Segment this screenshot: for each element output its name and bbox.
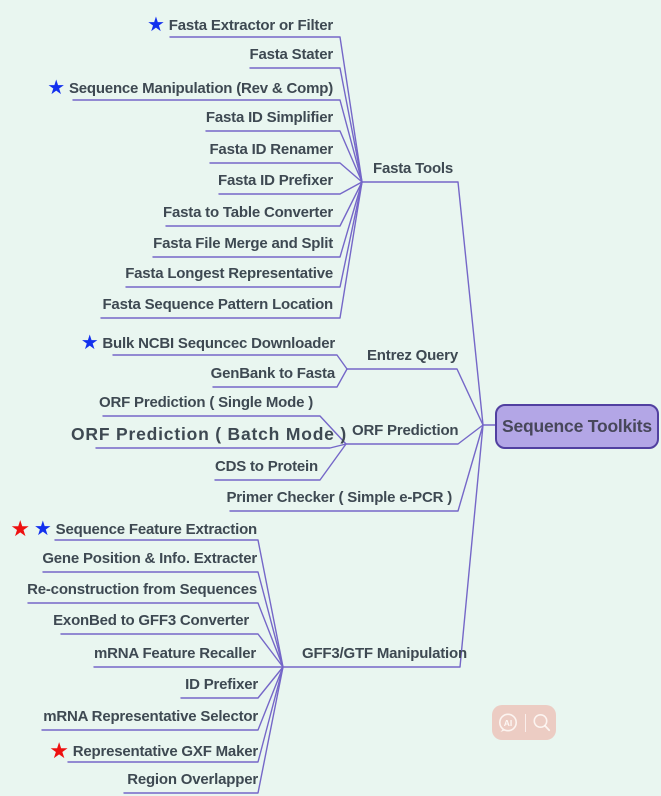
blue-star-icon: ★ xyxy=(47,77,65,99)
leaf-label: CDS to Protein xyxy=(214,458,318,475)
leaf-label: GenBank to Fasta xyxy=(210,365,336,382)
leaf-label: Sequence Feature Extraction xyxy=(55,520,258,538)
leaf-label: ORF Prediction ( Batch Mode ) xyxy=(71,424,347,444)
leaf-sequence-feature-extraction[interactable]: ★ ★ Sequence Feature Extraction xyxy=(10,518,257,540)
leaf-label: Representative GXF Maker xyxy=(72,742,258,760)
branch-gff3-gtf-manipulation[interactable]: GFF3/GTF Manipulation xyxy=(302,645,467,662)
leaf-label: ORF Prediction ( Single Mode ) xyxy=(98,394,313,411)
leaf-label: Bulk NCBI Sequncec Downloader xyxy=(102,334,335,352)
leaf-label: ExonBed to GFF3 Converter xyxy=(53,612,249,629)
leaf-representative-gxf-maker[interactable]: ★ Representative GXF Maker xyxy=(49,740,258,762)
watermark-divider xyxy=(524,713,526,732)
leaf-fasta-stater[interactable]: Fasta Stater xyxy=(249,46,334,63)
branch-fasta-tools[interactable]: Fasta Tools xyxy=(373,160,453,177)
branch-label: Entrez Query xyxy=(367,347,458,364)
leaf-label: Re-construction from Sequences xyxy=(27,581,257,598)
leaf-genbank-to-fasta[interactable]: GenBank to Fasta xyxy=(210,365,336,382)
leaf-fasta-extractor-or-filter[interactable]: ★ Fasta Extractor or Filter xyxy=(147,15,333,35)
ai-bubble-icon: AI xyxy=(498,713,517,732)
magnifier-icon xyxy=(533,713,550,731)
leaf-cds-to-protein[interactable]: CDS to Protein xyxy=(215,458,318,475)
leaf-re-construction-from-sequences[interactable]: Re-construction from Sequences xyxy=(27,581,257,598)
svg-text:AI: AI xyxy=(503,718,512,728)
leaf-mrna-feature-recaller[interactable]: mRNA Feature Recaller xyxy=(94,645,256,662)
leaf-label: mRNA Representative Selector xyxy=(43,708,258,725)
leaf-exonbed-to-gff3-converter[interactable]: ExonBed to GFF3 Converter xyxy=(53,612,249,629)
leaf-label: Fasta Extractor or Filter xyxy=(168,16,333,34)
leaf-label: mRNA Feature Recaller xyxy=(94,645,256,662)
leaf-label: ID Prefixer xyxy=(185,676,258,693)
leaf-fasta-to-table-converter[interactable]: Fasta to Table Converter xyxy=(163,204,333,221)
red-star-icon: ★ xyxy=(10,516,30,541)
branch-label: ORF Prediction xyxy=(352,422,459,439)
leaf-fasta-file-merge-and-split[interactable]: Fasta File Merge and Split xyxy=(153,235,333,252)
red-star-icon: ★ xyxy=(49,738,69,763)
branch-label: Fasta Tools xyxy=(373,160,454,177)
branch-orf-prediction[interactable]: ORF Prediction xyxy=(352,422,459,439)
leaf-label: Fasta ID Renamer xyxy=(209,141,333,158)
leaf-gene-position-info-extracter[interactable]: Gene Position & Info. Extracter xyxy=(42,550,257,567)
blue-star-icon: ★ xyxy=(80,332,99,354)
root-node-sequence-toolkits[interactable]: Sequence Toolkits xyxy=(495,404,659,449)
leaf-label: Sequence Manipulation (Rev & Comp) xyxy=(68,79,333,97)
leaf-primer-checker-simple-e-pcr[interactable]: Primer Checker ( Simple e-PCR ) xyxy=(226,489,452,506)
leaf-region-overlapper[interactable]: Region Overlapper xyxy=(127,771,258,788)
leaf-label: Fasta File Merge and Split xyxy=(153,235,333,252)
root-label: Sequence Toolkits xyxy=(502,416,652,436)
blue-star-icon: ★ xyxy=(33,518,52,540)
blue-star-icon: ★ xyxy=(147,14,165,36)
leaf-mrna-representative-selector[interactable]: mRNA Representative Selector xyxy=(43,708,258,725)
leaf-bulk-ncbi-sequncec-downloader[interactable]: ★ Bulk NCBI Sequncec Downloader xyxy=(80,332,336,354)
leaf-label: Fasta Stater xyxy=(249,46,334,63)
leaf-orf-prediction-batch-mode[interactable]: ORF Prediction ( Batch Mode ) xyxy=(71,424,347,444)
leaf-fasta-id-renamer[interactable]: Fasta ID Renamer xyxy=(209,141,333,158)
branch-label: GFF3/GTF Manipulation xyxy=(302,645,467,662)
leaf-label: Fasta Longest Representative xyxy=(125,265,333,282)
leaf-label: Fasta ID Simplifier xyxy=(205,109,333,126)
leaf-label: Fasta to Table Converter xyxy=(163,204,333,221)
leaf-label: Fasta ID Prefixer xyxy=(218,172,333,189)
leaf-id-prefixer[interactable]: ID Prefixer xyxy=(185,676,258,693)
leaf-fasta-id-simplifier[interactable]: Fasta ID Simplifier xyxy=(206,109,333,126)
leaf-label: Fasta Sequence Pattern Location xyxy=(102,296,333,313)
leaf-fasta-id-prefixer[interactable]: Fasta ID Prefixer xyxy=(218,172,333,189)
leaf-label: Gene Position & Info. Extracter xyxy=(42,550,257,567)
leaf-sequence-manipulation[interactable]: ★ Sequence Manipulation (Rev & Comp) xyxy=(47,78,333,98)
branch-entrez-query[interactable]: Entrez Query xyxy=(367,347,458,364)
leaf-label: Region Overlapper xyxy=(127,771,258,788)
watermark-badge[interactable]: AI xyxy=(492,705,556,740)
leaf-fasta-longest-representative[interactable]: Fasta Longest Representative xyxy=(125,265,333,282)
leaf-label: Primer Checker ( Simple e-PCR ) xyxy=(226,489,452,506)
leaf-orf-prediction-single-mode[interactable]: ORF Prediction ( Single Mode ) xyxy=(99,394,313,411)
leaf-fasta-sequence-pattern-location[interactable]: Fasta Sequence Pattern Location xyxy=(102,296,333,313)
